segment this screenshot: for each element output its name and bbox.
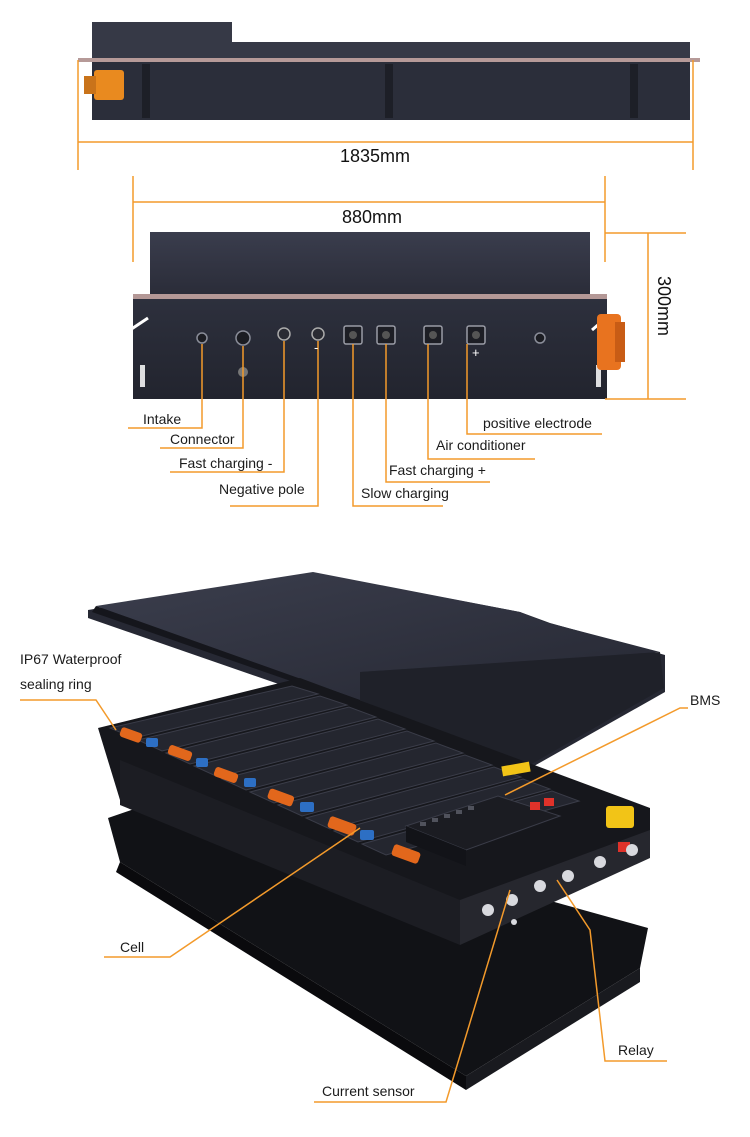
- front-view-seam: [133, 294, 607, 299]
- label-relay: Relay: [618, 1042, 654, 1058]
- top-view-connector-plug: [84, 76, 96, 94]
- negative-pole-port: [311, 327, 325, 341]
- tray: [108, 796, 648, 1076]
- exploded-view: [20, 572, 688, 1103]
- outlet-port: [534, 332, 546, 344]
- label-bms: BMS: [690, 692, 721, 708]
- relay-red-1: [530, 802, 540, 810]
- blue-connectors: [146, 738, 374, 840]
- front-view-upper-body: [150, 232, 590, 296]
- front-view-lower-body: [133, 299, 607, 399]
- exploded-leader-lines: [20, 699, 688, 1103]
- top-view-connector: [94, 70, 124, 100]
- height-dimension-label: 300mm: [654, 276, 674, 337]
- label-fast-charging-neg: Fast charging -: [179, 455, 273, 471]
- relay-red-2: [544, 798, 554, 806]
- label-intake: Intake: [143, 411, 182, 427]
- plus-sign: +: [472, 345, 480, 360]
- label-negative-pole: Negative pole: [219, 481, 305, 497]
- label-ip67-line2: sealing ring: [20, 676, 92, 692]
- label-connector: Connector: [170, 431, 235, 447]
- label-slow-charging: Slow charging: [361, 485, 449, 501]
- bms-yellow-bracket: [501, 761, 531, 777]
- label-positive-electrode: positive electrode: [483, 415, 592, 431]
- label-fast-charging-pos: Fast charging +: [389, 462, 486, 478]
- yellow-bracket-right: [606, 806, 634, 828]
- lid-side: [360, 652, 664, 766]
- intake-port: [196, 332, 208, 344]
- terminals: [482, 844, 638, 925]
- connector-port: [235, 330, 251, 346]
- cell-connectors: [119, 727, 421, 864]
- length-dimension-label: 1835mm: [340, 146, 411, 166]
- top-view-seam: [78, 58, 700, 62]
- label-ip67-line1: IP67 Waterproof: [20, 651, 122, 667]
- top-view-upper-body: [92, 22, 690, 60]
- label-cell: Cell: [120, 939, 145, 955]
- front-view: [128, 176, 686, 507]
- port-leader-lines: [128, 341, 602, 507]
- minus-sign: -: [314, 340, 319, 355]
- top-side-view: [77, 22, 700, 170]
- label-current-sensor: Current sensor: [322, 1083, 415, 1099]
- label-air-conditioner: Air conditioner: [436, 437, 526, 453]
- width-dimension-label: 880mm: [342, 207, 403, 227]
- top-view-bracket-2: [385, 64, 393, 118]
- lid-top: [96, 572, 660, 700]
- top-view-bracket-1: [142, 64, 150, 118]
- top-view-bracket-3: [630, 64, 638, 118]
- fast-charging-neg-port: [277, 327, 291, 341]
